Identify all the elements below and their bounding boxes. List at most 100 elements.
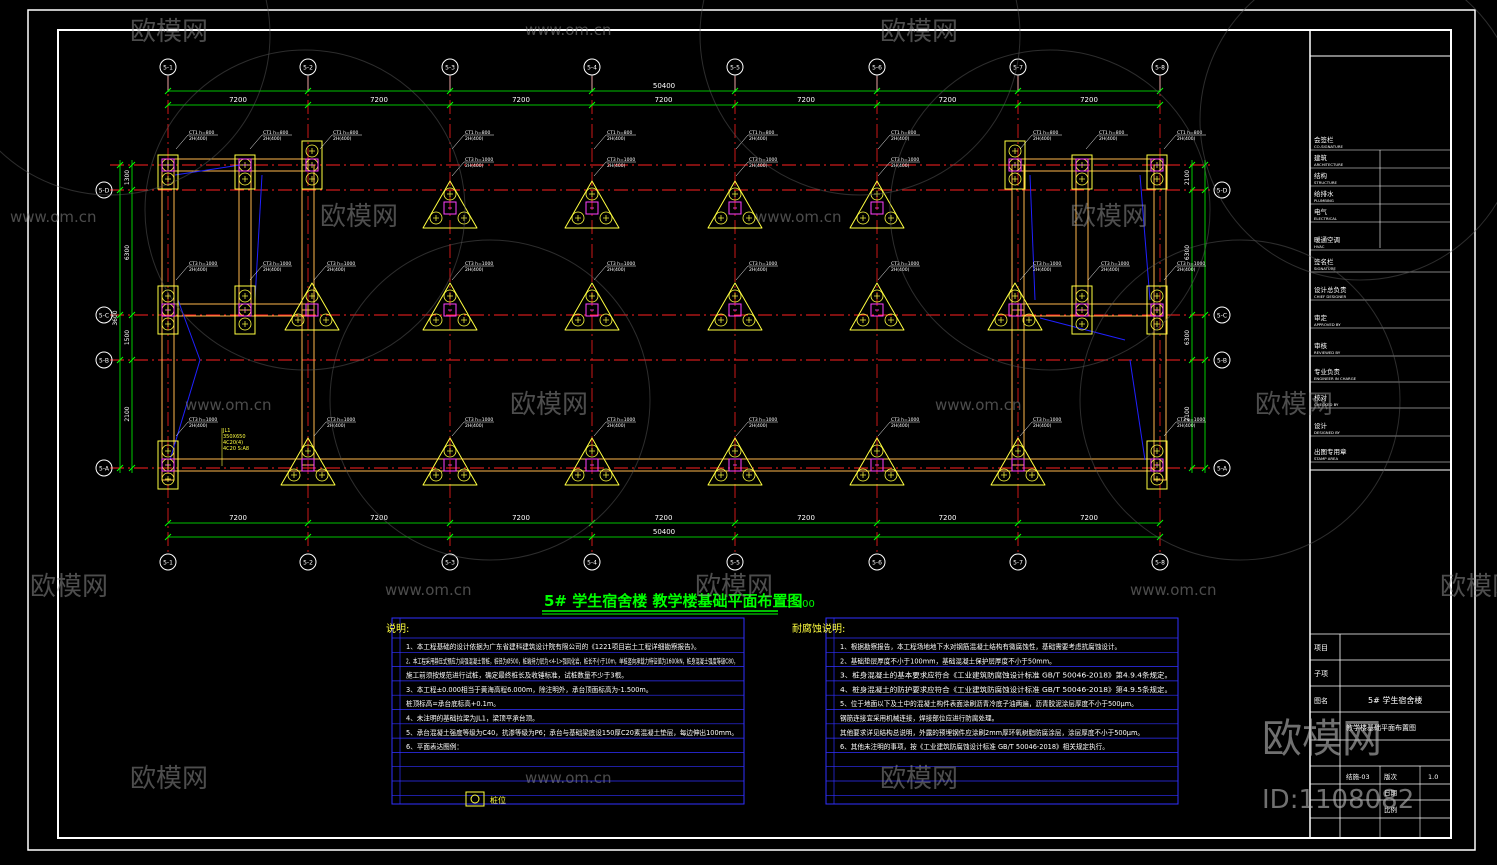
- dim-tick-v: [116, 356, 124, 364]
- watermark-arc: [0, 0, 271, 196]
- pile: [305, 172, 319, 186]
- cap-tag-sub: 2H(400): [333, 136, 352, 142]
- tb-label-en: PLUMBING: [1314, 198, 1334, 203]
- cap-tag: CT3 h=1000: [1177, 417, 1205, 423]
- cap-tag-sub: 2H(400): [1033, 136, 1052, 142]
- tb-label: 结构: [1314, 171, 1328, 180]
- dim-tick: [446, 519, 454, 527]
- axis-label-side: 5-D: [1217, 188, 1228, 195]
- dim-tick: [1156, 533, 1164, 541]
- durability-line: 钢筋连接宜采用机械连接，焊接部位应进行防腐处理。: [840, 714, 998, 723]
- cap-tag-sub: 2H(400): [607, 136, 626, 142]
- cap-tag-sub: 2H(400): [891, 267, 910, 273]
- cap-tag-sub: 2H(400): [607, 423, 626, 429]
- column: [585, 201, 599, 215]
- cap-tag: CT1 h=800: [749, 130, 775, 136]
- tb-label: 暖通空调: [1314, 235, 1340, 244]
- cap-tag-sub: 2H(400): [607, 163, 626, 169]
- pile: [856, 211, 870, 225]
- bay-dim-top: 7200: [655, 96, 673, 104]
- bay-dim-bottom: 7200: [1080, 514, 1098, 522]
- tag-leader: [735, 134, 749, 150]
- tag-leader: [319, 134, 333, 150]
- beam-tag: 4C20(4): [223, 440, 243, 446]
- watermark-logo: 欧模网: [130, 764, 208, 794]
- axis-bubble: [159, 553, 177, 571]
- axis-label: 5-8: [1155, 560, 1165, 567]
- cap-tag: CT1 h=800: [891, 130, 917, 136]
- pile-cap-rect: [234, 154, 256, 190]
- pile-cap-triangle: [422, 180, 478, 229]
- tb-label-en: SIGNATURE: [1314, 266, 1336, 271]
- durability-line: 4、桩身混凝土的防护要求应符合《工业建筑防腐蚀设计标准 GB/T 50046-2…: [840, 685, 1172, 694]
- tie-beams: [161, 158, 1167, 481]
- cap-tag: CT3 h=1000: [465, 417, 493, 423]
- side-dim: 2100: [124, 406, 131, 421]
- column: [443, 303, 457, 317]
- cap-tag-sub: 2H(400): [891, 136, 910, 142]
- cap-tag: CT3 h=1000: [465, 157, 493, 163]
- watermark-arc: [1079, 239, 1401, 561]
- pile-cap-rect: [1146, 440, 1168, 490]
- watermark-arc: [329, 239, 651, 561]
- durability-line: 2、基础垫层厚度不小于100mm，基础混凝土保护层厚度不小于50mm。: [840, 656, 1056, 665]
- column: [238, 303, 252, 317]
- title-block-text: 会签栏CO-SIGNATURE建筑ARCHITECTURE结构STRUCTURE…: [1314, 135, 1438, 814]
- watermark-url: www.om.cn: [10, 208, 97, 226]
- pile: [599, 313, 613, 327]
- cap-tag: CT1 h=800: [263, 130, 289, 136]
- cap-tag-sub: 2H(400): [263, 136, 282, 142]
- dim-tick: [1156, 101, 1164, 109]
- cap-tag-sub: 2H(400): [465, 163, 484, 169]
- pile-cap-rect: [157, 285, 179, 335]
- dim-tick-v: [116, 186, 124, 194]
- tag-leader: [735, 265, 749, 281]
- pile: [1150, 289, 1164, 303]
- column: [1008, 158, 1022, 172]
- column: [728, 458, 742, 472]
- pile: [1075, 172, 1089, 186]
- pile: [305, 144, 319, 158]
- cap-tag: CT3 h=1000: [891, 261, 919, 267]
- pile-cap-triangle: [564, 180, 620, 229]
- legend-pile-circle: [470, 794, 480, 804]
- notes-rule-lines: [392, 618, 744, 804]
- tie-line: [1129, 359, 1146, 461]
- pile: [585, 187, 599, 201]
- dim-tick: [588, 87, 596, 95]
- axis-bubble: [583, 553, 601, 571]
- note-line: 2、本工程采用静压式预应力高强混凝土管桩，桩径为Ø500，桩端持力层为<4-1>…: [406, 656, 738, 665]
- pile-caps: [157, 140, 1168, 490]
- dim-tick-v: [128, 161, 136, 169]
- cap-tag-sub: 2H(400): [465, 423, 484, 429]
- cap-tag: CT3 h=1000: [327, 417, 355, 423]
- axis-label-side: 5-D: [99, 188, 110, 195]
- tag-leader: [735, 421, 749, 437]
- cap-tag-sub: 2H(400): [607, 267, 626, 273]
- watermark-arc: [144, 49, 466, 371]
- column: [1075, 158, 1089, 172]
- cap-tag: CT1 h=800: [1033, 130, 1059, 136]
- cap-tag-sub: 2H(400): [465, 267, 484, 273]
- column: [728, 201, 742, 215]
- pile: [238, 172, 252, 186]
- tag-leader: [1085, 134, 1099, 150]
- tb-label: 审定: [1314, 313, 1328, 322]
- dim-tick: [873, 519, 881, 527]
- cap-tag-sub: 2H(400): [189, 267, 208, 273]
- cap-tag: CT3 h=1000: [1177, 261, 1205, 267]
- dimension-lines: 5040050400720072007200720072007200720072…: [112, 82, 1209, 541]
- cap-tag-sub: 2H(400): [189, 136, 208, 142]
- axis-bubble-side: [1213, 181, 1231, 199]
- column: [305, 303, 319, 317]
- tie-line: [1039, 317, 1126, 341]
- tag-leader: [451, 134, 465, 150]
- dim-tick: [588, 101, 596, 109]
- tie-beam: [1075, 164, 1089, 311]
- tag-leader: [175, 134, 189, 150]
- dim-tick: [731, 101, 739, 109]
- dim-tick-v: [1201, 161, 1209, 169]
- watermark-url: www.om.cn: [185, 396, 272, 414]
- pile-cap-rect: [1004, 140, 1026, 190]
- pile: [714, 468, 728, 482]
